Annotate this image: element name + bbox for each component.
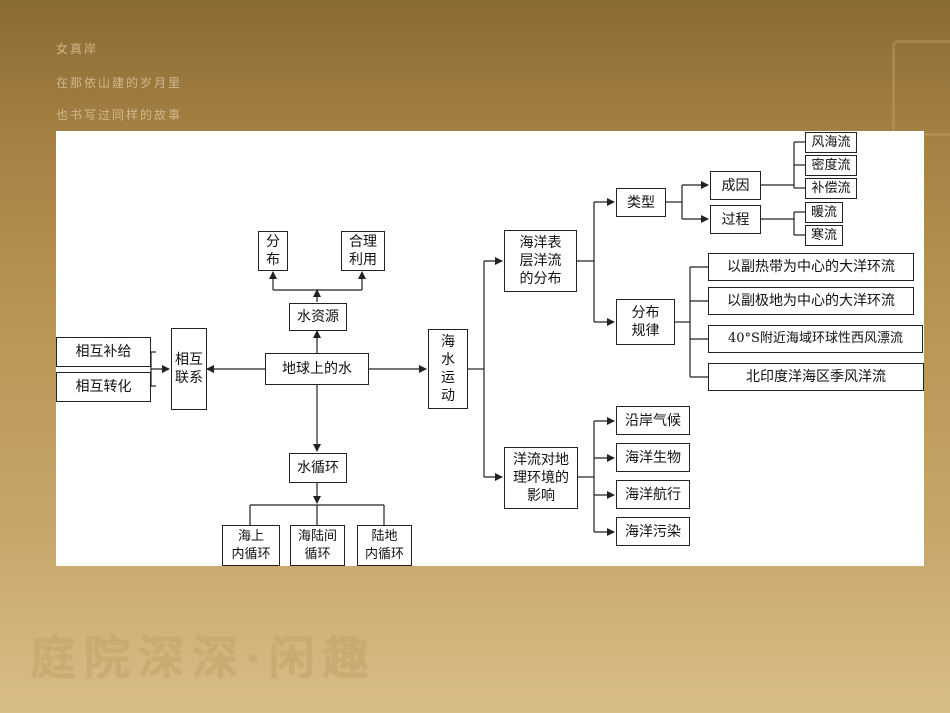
calligraphy-seal-text: 庭院深深·闲趣 (30, 631, 377, 685)
node-water-on-earth: 地球上的水 (265, 353, 369, 385)
node-distribution: 分 布 (258, 231, 288, 271)
node-type: 类型 (616, 188, 666, 217)
node-density-current: 密度流 (805, 155, 857, 176)
node-water-resource: 水资源 (289, 303, 347, 331)
node-impact-coastal-climate: 沿岸气候 (616, 406, 690, 435)
node-sea-cycle: 海上 内循环 (222, 525, 280, 566)
node-rule-subtropical-gyre: 以副热带为中心的大洋环流 (708, 253, 914, 281)
node-mutual-relation: 相互 联系 (171, 328, 207, 410)
node-rule-monsoon-current: 北印度洋海区季风洋流 (708, 363, 924, 391)
node-mutual-supply: 相互补给 (56, 337, 151, 367)
node-mutual-conversion: 相互转化 (56, 372, 151, 402)
poem-line-1: 女真岸 (56, 42, 99, 56)
poem-line-2: 在那依山建的岁月里 (56, 76, 183, 90)
node-current-impact: 洋流对地 理环境的 影响 (504, 447, 578, 509)
node-impact-navigation: 海洋航行 (616, 480, 690, 509)
decorative-seal-frame (892, 40, 950, 136)
node-cold-current: 寒流 (805, 225, 843, 246)
node-seawater-motion: 海 水 运 动 (428, 329, 468, 409)
node-rule-west-wind-drift: 40°S附近海域环球性西风漂流 (708, 325, 923, 353)
connector-lines (150, 141, 805, 536)
node-water-cycle: 水循环 (289, 453, 347, 483)
poem-line-3: 也书写过同样的故事 (56, 108, 183, 122)
node-compensation-current: 补偿流 (805, 178, 857, 199)
node-surface-current-distribution: 海洋表 层洋流 的分布 (504, 230, 577, 292)
node-impact-marine-life: 海洋生物 (616, 443, 690, 472)
node-process: 过程 (710, 205, 761, 234)
node-warm-current: 暖流 (805, 202, 843, 223)
node-cause: 成因 (710, 171, 761, 200)
mind-map-panel: 地球上的水 相互 联系 相互补给 相互转化 水资源 分 布 合理 利用 水循环 … (56, 131, 924, 566)
node-sea-land-cycle: 海陆间 循环 (290, 525, 345, 566)
node-wind-current: 风海流 (805, 132, 857, 153)
node-distribution-rule: 分布 规律 (616, 299, 675, 345)
node-rational-use: 合理 利用 (341, 231, 385, 271)
node-land-cycle: 陆地 内循环 (357, 525, 412, 566)
node-rule-subpolar-gyre: 以副极地为中心的大洋环流 (708, 287, 914, 315)
node-impact-pollution: 海洋污染 (616, 517, 690, 546)
